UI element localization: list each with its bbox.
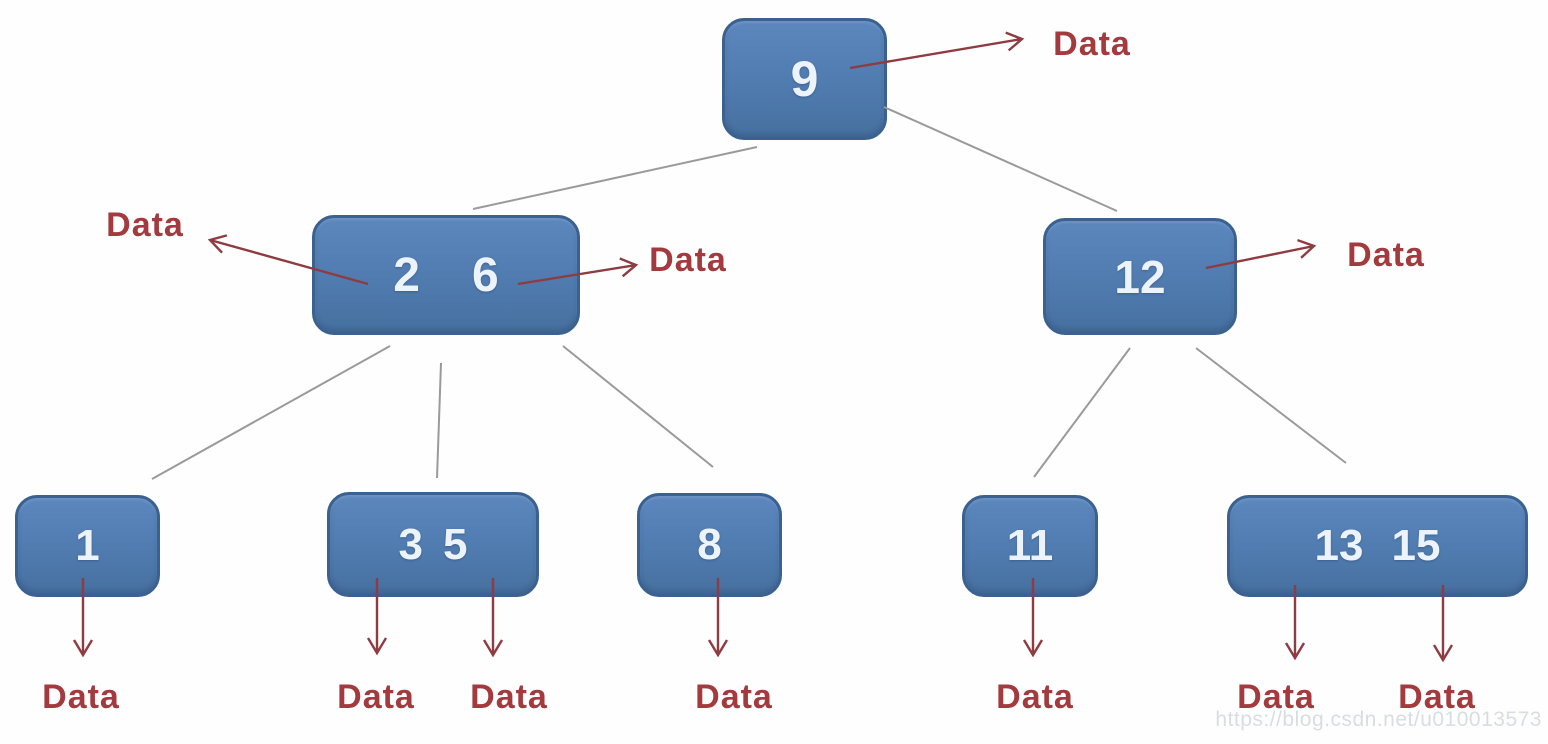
data-label-leaf-3: Data [337, 678, 415, 716]
edge-12-to-11 [1033, 347, 1131, 478]
node-key: 8 [697, 520, 722, 569]
edge-9-to-12 [883, 106, 1118, 212]
tree-node-2-6: 2 6 [312, 215, 580, 335]
data-label-leaf-13: Data [1237, 678, 1315, 716]
node-key: 1 [75, 521, 100, 570]
edge-2-6-to-1 [151, 345, 391, 480]
edge-12-to-13-15 [1195, 347, 1347, 464]
tree-node-3-5: 3 5 [327, 492, 539, 597]
data-label-root-right: Data [1053, 25, 1131, 63]
node-key: 15 [1391, 521, 1441, 570]
watermark-url: https://blog.csdn.net/u010013573 [1215, 708, 1542, 731]
data-label-leaf-15: Data [1398, 678, 1476, 716]
node-key: 3 [398, 519, 423, 569]
edge-2-6-to-8 [562, 345, 714, 468]
node-key: 12 [1114, 250, 1166, 303]
node-key: 5 [443, 519, 468, 569]
edge-2-6-to-3-5 [436, 362, 442, 479]
tree-node-1: 1 [15, 495, 160, 597]
data-label-leaf-1: Data [42, 678, 120, 716]
tree-node-8: 8 [637, 493, 782, 597]
data-label-internal-left-west: Data [106, 206, 184, 244]
node-key: 9 [790, 51, 819, 107]
node-key: 6 [472, 248, 499, 302]
data-label-leaf-5: Data [470, 678, 548, 716]
tree-node-12: 12 [1043, 218, 1237, 335]
data-label-internal-right-east: Data [1347, 236, 1425, 274]
edge-9-to-2-6 [472, 146, 758, 210]
data-label-internal-left-east: Data [649, 241, 727, 279]
tree-node-11: 11 [962, 495, 1098, 597]
node-key: 13 [1314, 521, 1364, 570]
tree-node-9: 9 [722, 18, 887, 140]
data-label-leaf-8: Data [695, 678, 773, 716]
node-key: 11 [1006, 521, 1054, 570]
node-key: 2 [393, 248, 420, 302]
data-label-leaf-11: Data [996, 678, 1074, 716]
tree-node-13-15: 13 15 [1227, 495, 1528, 597]
